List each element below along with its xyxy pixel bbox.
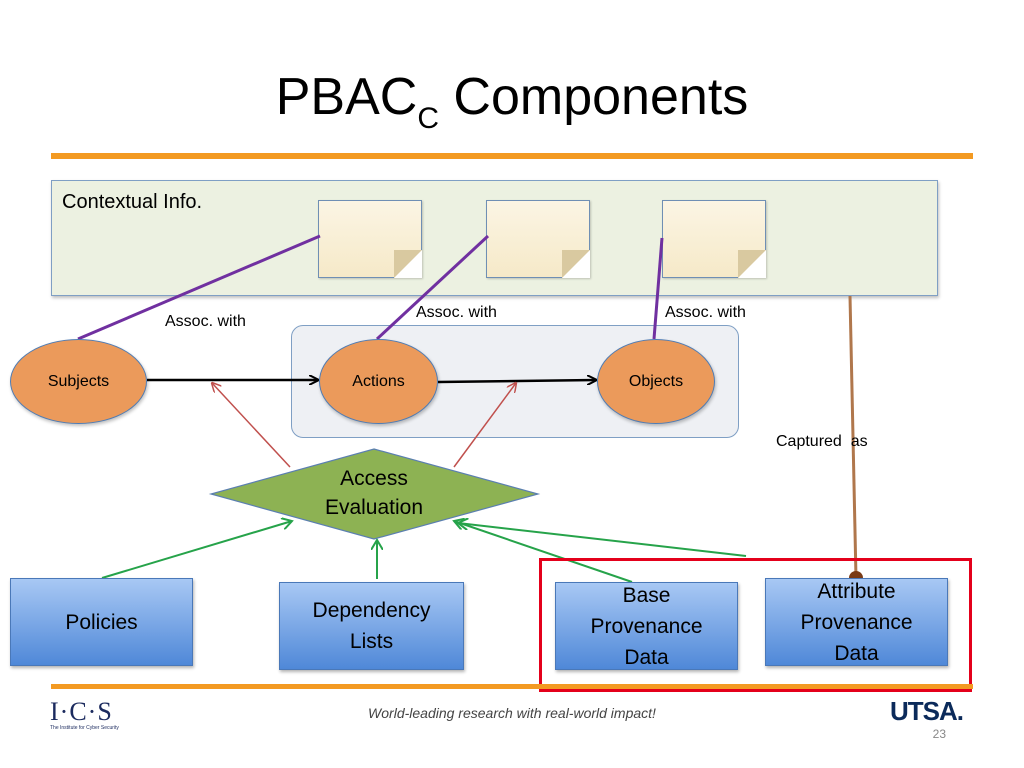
context-note-actions (486, 200, 590, 278)
attribute-provenance-box: Attribute Provenance Data (765, 578, 948, 666)
attr-line1: Attribute (817, 579, 896, 603)
slide-title: PBACC Components (0, 62, 1024, 154)
access-evaluation-line1: Access (340, 467, 408, 490)
subjects-node: Subjects (10, 339, 147, 424)
eval-to-object-arrow (453, 383, 516, 468)
dependency-line2: Lists (349, 630, 394, 653)
captured-as-line (848, 295, 858, 579)
access-evaluation-diamond (208, 448, 541, 540)
title-subscript: C (417, 102, 439, 135)
ics-logo-subtitle: The Institute for Cyber Security (50, 725, 119, 731)
actions-to-objects-arrow (437, 380, 596, 382)
base-prov-to-eval-arrow (454, 521, 633, 583)
actions-node: Actions (319, 339, 438, 424)
policies-box: Policies (10, 578, 193, 666)
attr-line2: Provenance (800, 610, 913, 634)
provenance-highlight-frame (539, 558, 972, 692)
assoc-label-subjects: Assoc. with (165, 313, 246, 330)
base-line2: Provenance (590, 614, 703, 638)
utsa-logo: UTSA. (890, 696, 964, 726)
assoc-line-actions (375, 234, 490, 341)
access-evaluation-label: Access Evaluation (294, 464, 454, 522)
title-rest: Components (438, 68, 749, 126)
policies-to-eval-arrow (101, 521, 292, 579)
dependency-line1: Dependency (312, 599, 431, 622)
footer-divider (51, 684, 973, 689)
access-evaluation-line2: Evaluation (324, 496, 424, 519)
base-provenance-box: Base Provenance Data (555, 582, 738, 670)
title-main: PBAC (275, 68, 418, 126)
title-divider (51, 153, 973, 159)
assoc-line-objects (652, 237, 664, 340)
captured-as-label: Captured as (776, 433, 868, 450)
assoc-line-subjects (77, 234, 321, 341)
assoc-label-actions: Assoc. with (416, 304, 497, 321)
assoc-label-objects: Assoc. with (665, 304, 746, 321)
attr-line3: Data (834, 641, 879, 665)
contextual-info-label: Contextual Info. (62, 191, 203, 213)
page-number: 23 (932, 727, 946, 741)
dependency-lists-box: Dependency Lists (279, 582, 464, 670)
footer-tagline: World-leading research with real-world i… (368, 705, 656, 721)
base-line1: Base (622, 583, 671, 607)
base-line3: Data (624, 645, 669, 669)
attr-prov-to-eval-arrow (458, 523, 747, 557)
context-note-subjects (318, 200, 422, 278)
objects-node: Objects (597, 339, 715, 424)
context-note-objects (662, 200, 766, 278)
ics-logo: I·C·S (50, 697, 113, 726)
eval-to-subject-arrow (212, 383, 291, 468)
